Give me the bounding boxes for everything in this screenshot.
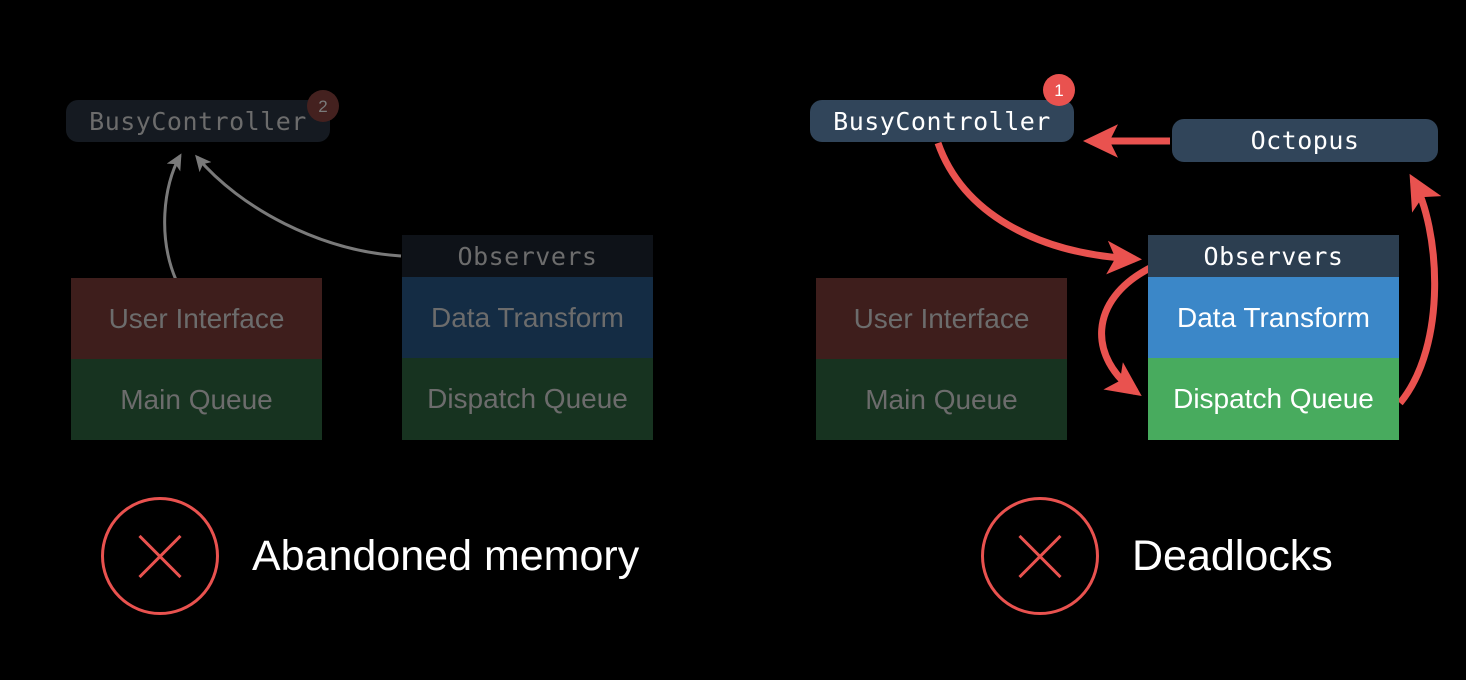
stack-layer-observers: Observers bbox=[402, 235, 653, 277]
node-label: Octopus bbox=[1250, 126, 1360, 155]
layer-label: User Interface bbox=[853, 302, 1030, 334]
badge-value: 2 bbox=[318, 96, 328, 116]
badge-retain-count-left: 2 bbox=[307, 90, 339, 122]
circle-x-icon bbox=[101, 497, 219, 615]
layer-label: Dispatch Queue bbox=[427, 383, 628, 414]
layer-label: User Interface bbox=[108, 302, 285, 334]
node-busy-controller-right[interactable]: BusyController bbox=[810, 100, 1074, 142]
badge-retain-count-right: 1 bbox=[1043, 74, 1075, 106]
caption-label: Deadlocks bbox=[1132, 531, 1333, 580]
node-label: BusyController bbox=[89, 106, 307, 136]
layer-label: Data Transform bbox=[1177, 301, 1370, 333]
node-octopus[interactable]: Octopus bbox=[1172, 119, 1438, 162]
node-label: BusyController bbox=[833, 106, 1051, 136]
caption-deadlocks: Deadlocks bbox=[981, 497, 1333, 615]
layer-label: Main Queue bbox=[120, 383, 273, 415]
layer-label: Observers bbox=[1203, 241, 1344, 271]
stack-layer-dispatch-queue: Dispatch Queue bbox=[1148, 358, 1399, 440]
caption-abandoned-memory: Abandoned memory bbox=[101, 497, 639, 615]
stack-observers-right: Observers Data Transform Dispatch Queue bbox=[1148, 235, 1399, 440]
node-busy-controller-left[interactable]: BusyController bbox=[66, 100, 330, 142]
stack-layer-main-queue: Main Queue bbox=[71, 359, 322, 440]
edge-observers-to-dispatch-queue bbox=[1098, 264, 1152, 397]
layer-label: Main Queue bbox=[865, 383, 1018, 415]
badge-value: 1 bbox=[1054, 80, 1064, 100]
stack-layer-user-interface: User Interface bbox=[71, 278, 322, 359]
stack-user-interface-right: User Interface Main Queue bbox=[816, 278, 1067, 440]
stack-layer-observers: Observers bbox=[1148, 235, 1399, 277]
stack-observers-left: Observers Data Transform Dispatch Queue bbox=[402, 235, 653, 440]
stack-user-interface-left: User Interface Main Queue bbox=[71, 278, 322, 440]
edge-controller-to-observers bbox=[934, 141, 1142, 275]
caption-label: Abandoned memory bbox=[252, 531, 640, 580]
edge-user-interface-to-controller bbox=[163, 153, 182, 281]
layer-label: Dispatch Queue bbox=[1173, 383, 1374, 414]
stack-layer-main-queue: Main Queue bbox=[816, 359, 1067, 440]
stack-layer-data-transform: Data Transform bbox=[1148, 277, 1399, 358]
circle-x-icon bbox=[981, 497, 1099, 615]
stack-layer-data-transform: Data Transform bbox=[402, 277, 653, 358]
layer-label: Data Transform bbox=[431, 301, 624, 333]
edge-observers-to-controller bbox=[195, 154, 402, 258]
stack-layer-dispatch-queue: Dispatch Queue bbox=[402, 358, 653, 440]
edge-dispatch-queue-to-octopus bbox=[1397, 173, 1442, 406]
stack-layer-user-interface: User Interface bbox=[816, 278, 1067, 359]
layer-label: Observers bbox=[457, 241, 598, 271]
